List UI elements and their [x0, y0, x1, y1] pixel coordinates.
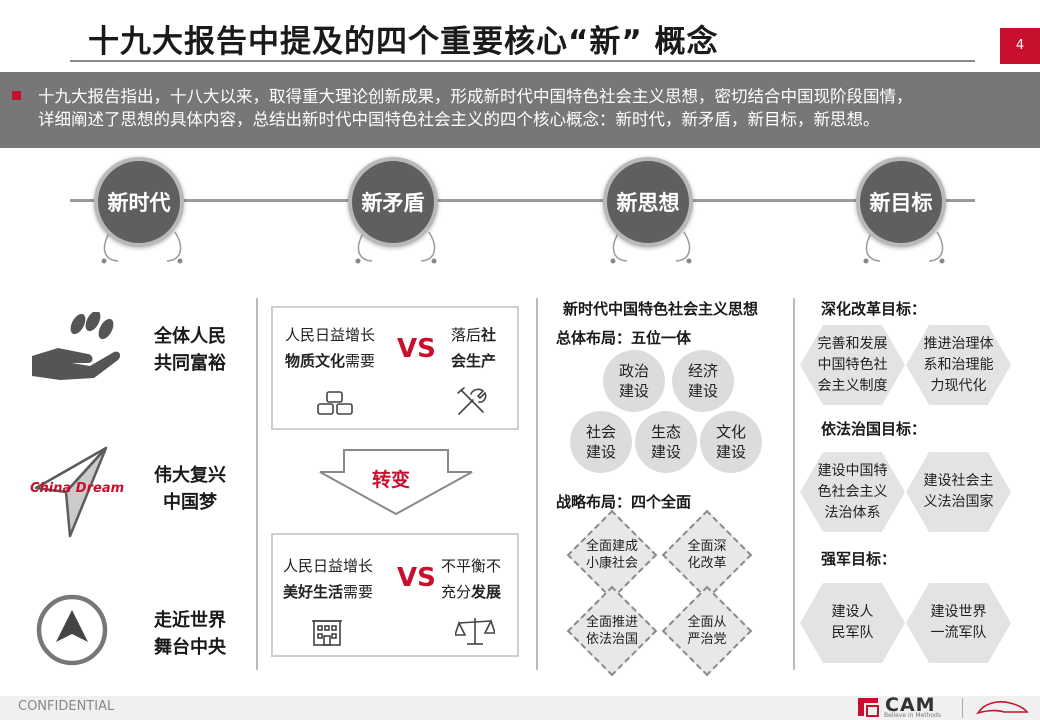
page-number: 4 — [1000, 28, 1040, 64]
intro-banner: 十九大报告指出，十八大以来，取得重大理论创新成果，形成新时代中国特色社会主义思想… — [0, 72, 1040, 148]
concept-circle-new-goal: 新目标 — [856, 157, 946, 247]
banner-line-1: 十九大报告指出，十八大以来，取得重大理论创新成果，形成新时代中国特色社会主义思想… — [38, 87, 913, 106]
thought-title: 新时代中国特色社会主义思想 — [563, 300, 759, 318]
brand-slogan: Believe in Methods — [884, 712, 941, 719]
army-goal-world-class: 建设世界一流军队 — [906, 583, 1011, 663]
reform-goal-title: 深化改革目标： — [821, 300, 927, 318]
concept-circle-new-era: 新时代 — [94, 157, 184, 247]
law-goal-country: 建设社会主义法治国家 — [906, 452, 1011, 532]
bubble-politics: 政治建设 — [603, 350, 665, 412]
era-item-prosperity: 全体人民 共同富裕 — [154, 326, 226, 374]
contradiction-new-box: 人民日益增长 美好生活需要 VS 不平衡不 充分发展 — [271, 533, 519, 657]
transition-arrow — [319, 449, 473, 516]
cam-logo-icon — [858, 698, 879, 717]
page-title: 十九大报告中提及的四个重要核心“新” 概念 — [88, 24, 719, 60]
banner-bullet-icon — [12, 91, 21, 100]
army-goal-peoples-army: 建设人民军队 — [800, 583, 905, 663]
tools-icon — [457, 387, 487, 415]
reform-goal-governance: 推进治理体系和治理能力现代化 — [906, 325, 1011, 405]
bubble-ecology: 生态建设 — [635, 411, 697, 473]
vs-label-new: VS — [397, 563, 436, 593]
title-underline — [70, 60, 975, 62]
new-need-text: 人民日益增长 美好生活需要 — [283, 557, 374, 601]
paper-plane-icon — [34, 446, 108, 538]
layout-title: 总体布局：五位一体 — [556, 329, 692, 347]
diamond-deepen-reform: 全面深化改革 — [661, 509, 753, 601]
scales-icon — [455, 618, 495, 645]
confidential-label: CONFIDENTIAL — [18, 699, 115, 714]
china-dream-text: China Dream — [30, 481, 125, 496]
law-goal-title: 依法治国目标： — [821, 420, 927, 438]
car-logo-icon — [976, 701, 1029, 715]
blocks-icon — [317, 391, 353, 415]
reform-goal-system: 完善和发展中国特色社会主义制度 — [800, 325, 905, 405]
era-item-world-stage: 走近世界 舞台中央 — [154, 610, 226, 658]
era-item-dream: 伟大复兴 中国梦 — [154, 465, 226, 513]
brand-name: CAM — [885, 694, 936, 716]
concept-timeline — [70, 199, 975, 202]
divider-3 — [793, 298, 795, 670]
hand-coins-icon — [32, 312, 120, 380]
building-icon — [312, 620, 342, 646]
new-development-text: 不平衡不 充分发展 — [441, 557, 502, 601]
timeline-connectors — [101, 231, 945, 264]
bubble-culture: 文化建设 — [700, 411, 762, 473]
strategy-title: 战略布局：四个全面 — [556, 493, 692, 511]
old-production-text: 落后社 会生产 — [451, 326, 497, 370]
divider-1 — [256, 298, 258, 670]
army-goal-title: 强军目标： — [821, 550, 897, 568]
diamond-rule-of-law: 全面推进依法治国 — [566, 585, 658, 677]
contradiction-old-box: 人民日益增长 物质文化需要 VS 落后社 会生产 — [271, 306, 519, 430]
banner-line-2: 详细阐述了思想的具体内容，总结出新时代中国特色社会主义的四个核心概念：新时代，新… — [38, 110, 880, 129]
transition-label: 转变 — [372, 469, 411, 491]
diamond-moderately-prosperous: 全面建成小康社会 — [566, 509, 658, 601]
concept-circle-new-thought: 新思想 — [603, 157, 693, 247]
chevron-up-circle-icon — [36, 594, 108, 666]
old-need-text: 人民日益增长 物质文化需要 — [285, 326, 376, 370]
bubble-economy: 经济建设 — [672, 350, 734, 412]
vs-label: VS — [397, 334, 436, 364]
diamond-party-discipline: 全面从严治党 — [661, 585, 753, 677]
law-goal-system: 建设中国特色社会主义法治体系 — [800, 452, 905, 532]
divider-2 — [536, 298, 538, 670]
concept-circle-new-contradiction: 新矛盾 — [348, 157, 438, 247]
footer-divider — [962, 698, 963, 718]
bubble-society: 社会建设 — [570, 411, 632, 473]
